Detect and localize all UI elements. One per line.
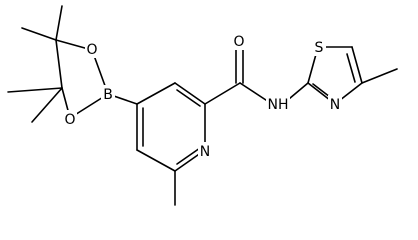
bond-c2-c3 [55,39,63,89]
bond-c2-me1 [21,27,57,41]
atom-s: S [312,38,326,56]
bond-c6-c5 [136,149,176,172]
bond-c2p-camide [204,82,241,105]
svg-text:O: O [86,42,97,58]
bond-n3t-c2t-inner [312,83,331,98]
svg-text:O: O [64,112,75,128]
bond-c3p-c2p [174,82,206,105]
atom-b: B [101,85,115,103]
atom-o2: O [63,110,77,128]
bond-c5t-c4t-inner [346,53,356,83]
atom-n-thiazole: N [328,95,342,113]
bond-n1-c6-inner [176,147,201,165]
bond-c3p-c2p-inner [176,89,201,107]
bond-c4t-methyl [361,68,398,84]
svg-text:S: S [315,40,324,56]
bond-c5t-c4t [351,46,363,84]
svg-text:B: B [103,87,113,103]
atom-labels: O O B N O NH S N [63,32,342,160]
atom-o1: O [85,40,99,58]
bond-c3-me3 [7,87,63,93]
bond-c2-me2 [55,5,63,41]
atom-o-carbonyl: O [232,32,246,50]
bond-c3-me4 [31,87,63,123]
svg-text:N: N [330,97,340,113]
svg-text:NH: NH [268,97,289,113]
bond-c4-c3p [136,82,176,105]
svg-text:N: N [200,144,210,160]
svg-text:O: O [233,34,244,50]
chemical-structure: O O B N O NH S N [7,5,398,206]
atom-n-pyridine: N [198,142,212,160]
atom-nh: NH [266,95,290,113]
